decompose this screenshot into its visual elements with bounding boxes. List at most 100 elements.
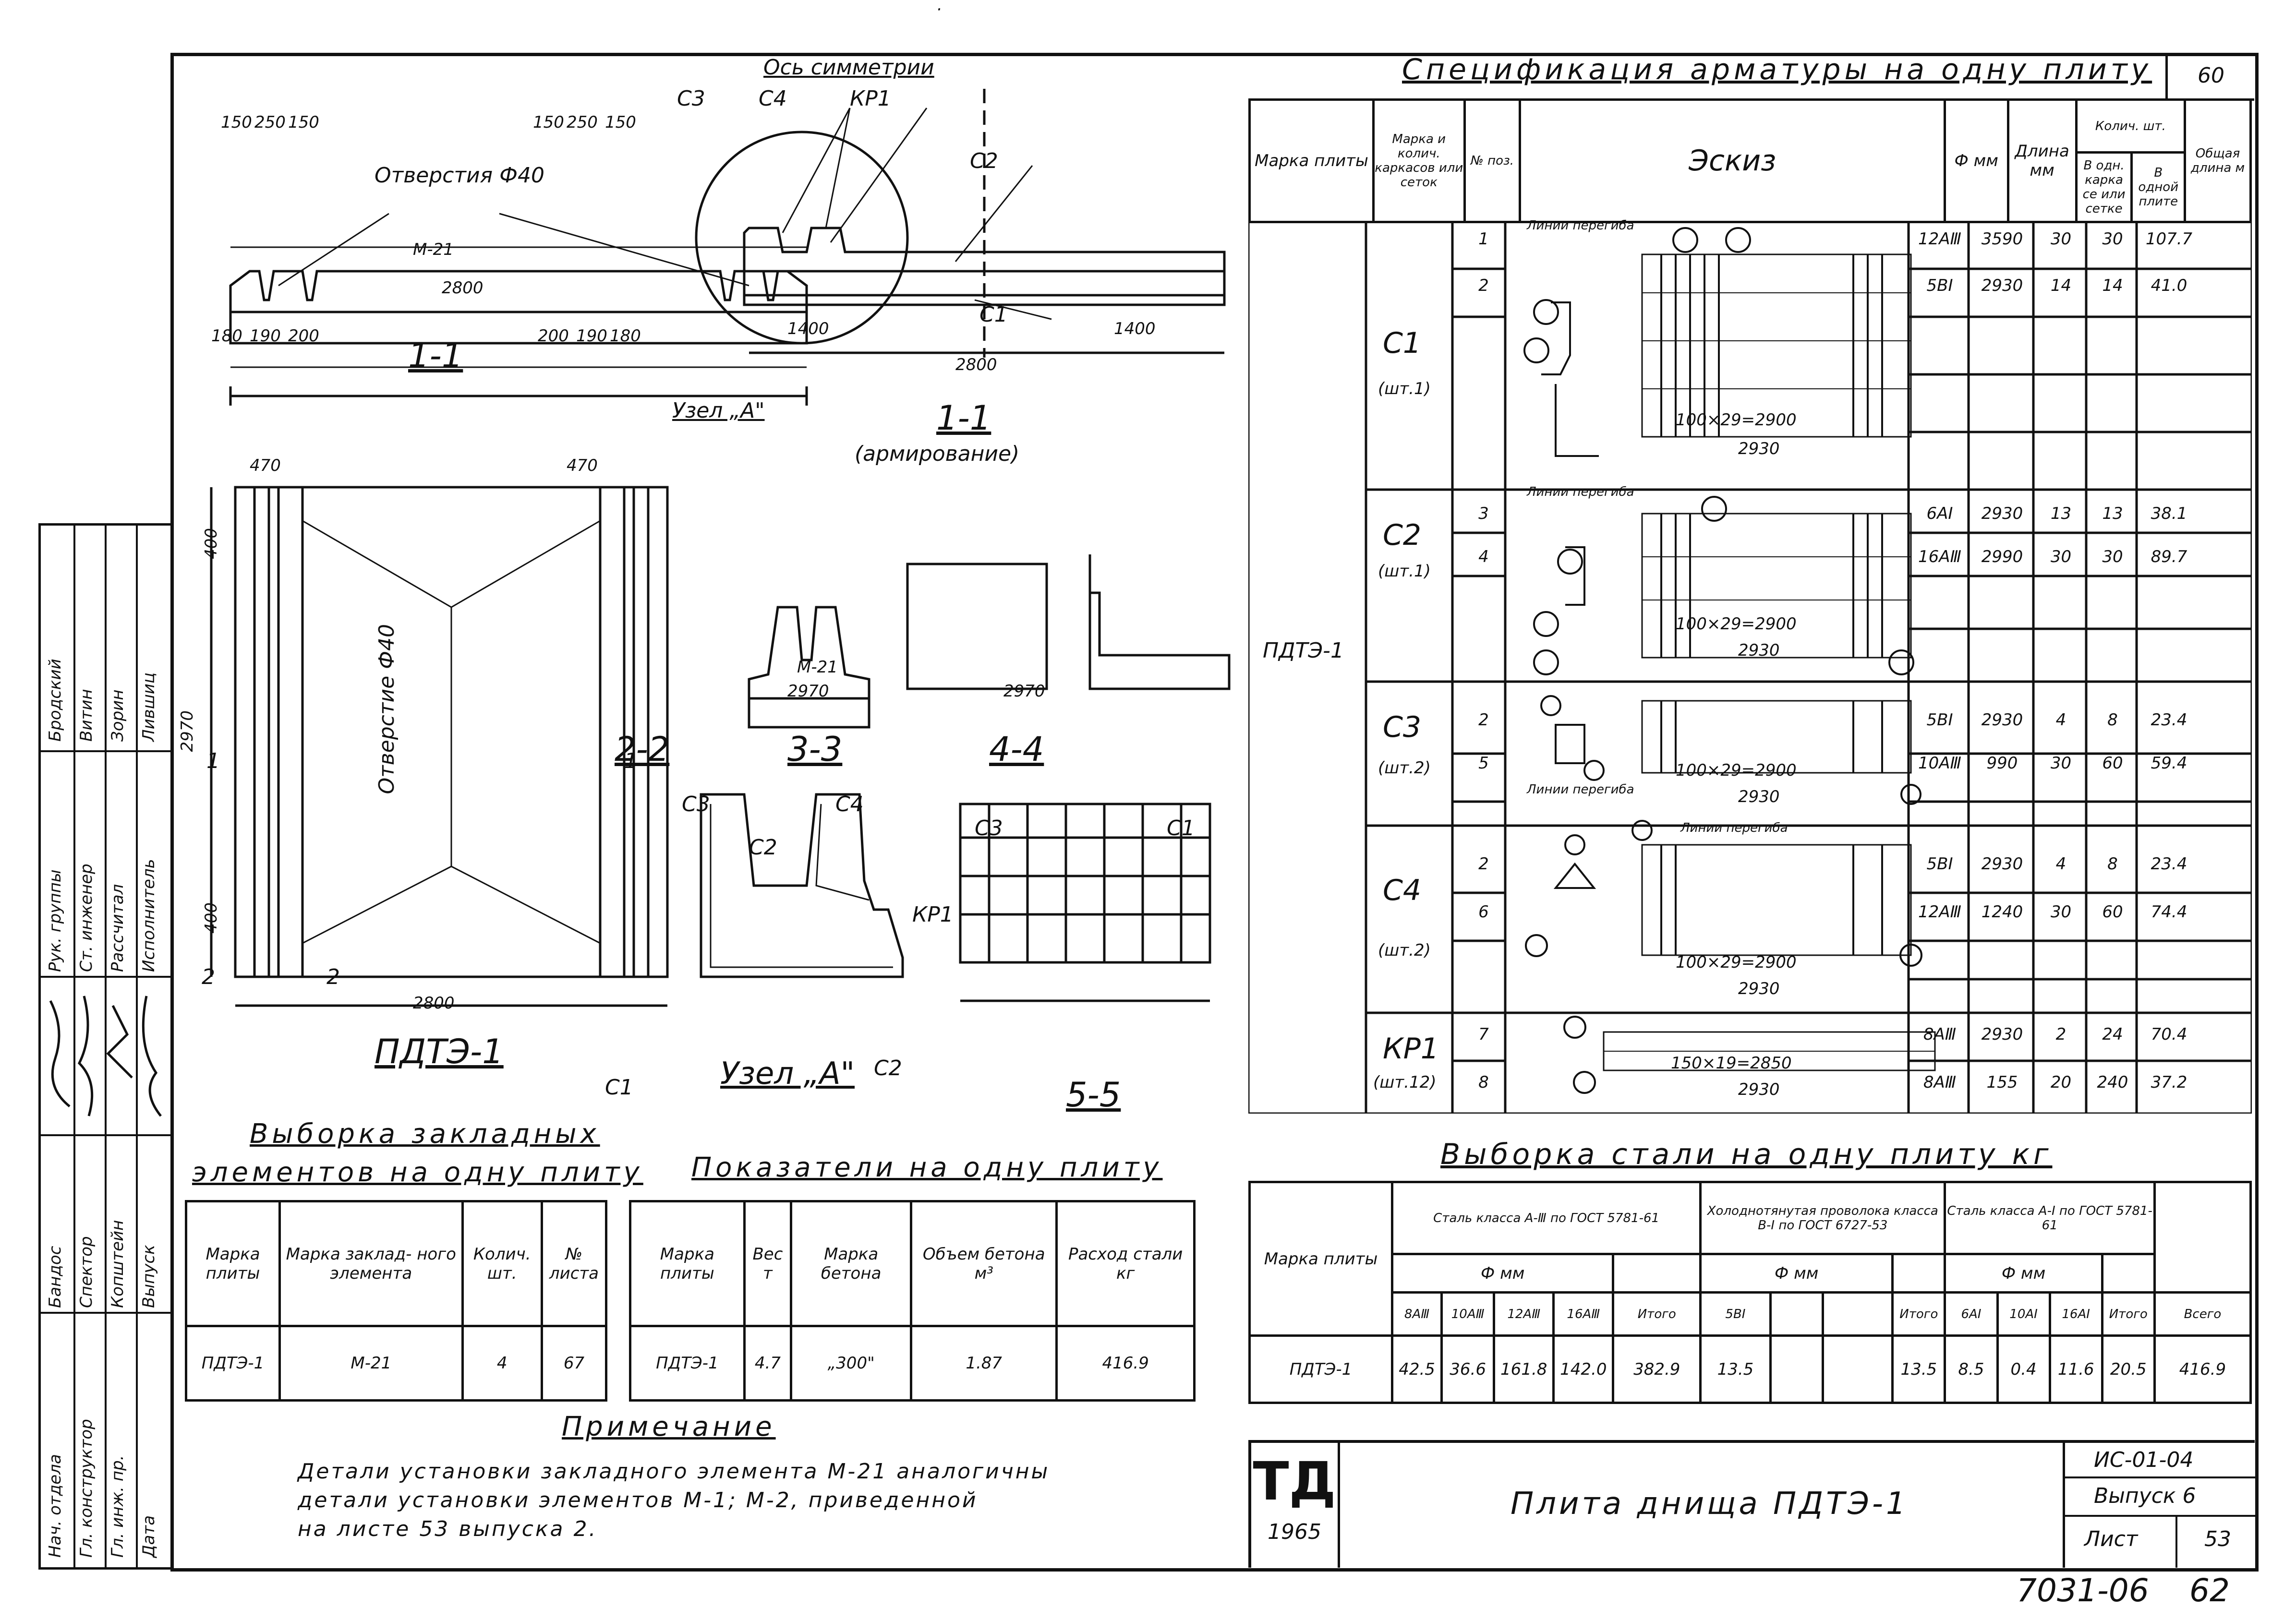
spec-plate-mark: ПДТЭ-1 xyxy=(1263,638,1344,663)
sec11-bdim-6: 180 xyxy=(610,326,641,346)
signatures xyxy=(49,996,162,1117)
embedded-h-sheet: № листа xyxy=(540,1200,608,1327)
arm-dim-1400a: 1400 xyxy=(787,319,829,338)
section-2-2-title: 2-2 xyxy=(615,730,670,769)
s55-label-c3: С3 xyxy=(975,816,1003,840)
sec11-bdim-5: 190 xyxy=(576,326,607,346)
spec-cell-total: 23.4 xyxy=(2151,854,2187,874)
s55-label-c2: С2 xyxy=(874,1056,902,1080)
section-1-1-title: 1-1 xyxy=(408,336,463,375)
steel-col: 5ВI xyxy=(1699,1291,1772,1337)
section-5-5 xyxy=(959,803,1211,1002)
steel-phi-1: Ф мм xyxy=(1391,1253,1615,1294)
spec-cell-len: 2930 xyxy=(1981,854,2023,874)
arm-dim-1400b: 1400 xyxy=(1114,319,1156,338)
steel-table: Марка плиты Сталь класса А-Ⅲ по ГОСТ 578… xyxy=(1248,1181,2252,1404)
section-3-3-title: 3-3 xyxy=(787,730,843,769)
sketches xyxy=(1523,227,1936,1094)
plan-view xyxy=(210,486,669,1007)
node-label-c3: С3 xyxy=(682,792,710,816)
sec11-bdim-3: 200 xyxy=(288,326,319,346)
spec-cell-pos: 4 xyxy=(1478,547,1489,566)
spec-cell-len: 1240 xyxy=(1981,902,2023,922)
embedded-h-qty: Колич. шт. xyxy=(461,1200,543,1327)
steel-val: ПДТЭ-1 xyxy=(1248,1334,1394,1404)
spec-cell-len: 2930 xyxy=(1981,710,2023,730)
stamp-role-3: Рассчитал xyxy=(108,884,127,972)
plan-dim-2800: 2800 xyxy=(413,994,455,1013)
spec-cell-q2: 30 xyxy=(2102,547,2123,566)
spec-cell-total: 74.4 xyxy=(2151,902,2187,922)
steel-col: 12АⅢ xyxy=(1493,1291,1555,1337)
spec-cell-q2: 240 xyxy=(2097,1073,2128,1092)
node-label-c2: С2 xyxy=(749,835,777,860)
steel-val: 13.5 xyxy=(1699,1334,1772,1404)
archive-page: 62 xyxy=(2189,1572,2230,1609)
steel-val: 11.6 xyxy=(2048,1334,2103,1404)
logo-box: ТД 1965 xyxy=(1251,1443,1340,1568)
sheet-box-top: 60 xyxy=(2165,53,2254,101)
steel-title: Выборка стали на одну плиту кг xyxy=(1440,1138,2053,1171)
spec-h-qty: Колич. шт. xyxy=(2075,98,2187,154)
ind-h-concrete: Марка бетона xyxy=(790,1200,913,1327)
note-line-3: на листе 53 выпуска 2. xyxy=(298,1517,598,1541)
m21-label-2: М-21 xyxy=(797,658,838,677)
steel-val: 8.5 xyxy=(1944,1334,1999,1404)
steel-val xyxy=(1769,1334,1824,1404)
spec-cell-q2: 13 xyxy=(2102,504,2123,523)
ind-steel: 416.9 xyxy=(1055,1325,1196,1402)
spec-cell-q1: 13 xyxy=(2050,504,2072,523)
section-1-1 xyxy=(229,213,808,406)
spec-count-c4: (шт.2) xyxy=(1378,941,1431,960)
steel-val: 161.8 xyxy=(1493,1334,1555,1404)
sketch-c4-dim2: 2930 xyxy=(1738,979,1780,998)
plan-hole-label: Отверстие Ф40 xyxy=(375,624,399,794)
spec-cell-total: 70.4 xyxy=(2151,1025,2187,1044)
arm-label-kr1: КР1 xyxy=(850,86,891,111)
section-1-1-overall: 2800 xyxy=(442,278,483,298)
plan-mark-2b: 2 xyxy=(326,965,340,989)
ind-h-steel: Расход стали кг xyxy=(1055,1200,1196,1327)
spec-cell-len: 2990 xyxy=(1981,547,2023,566)
drawings-canvas xyxy=(210,89,1231,1007)
steel-blank-2 xyxy=(1891,1253,1946,1294)
arm-label-c1: С1 xyxy=(979,302,1008,327)
embedded-plate: ПДТЭ-1 xyxy=(184,1325,281,1402)
spec-cell-total: 41.0 xyxy=(2151,276,2187,295)
spec-h-pos: № поз. xyxy=(1463,98,1522,223)
steel-col: Итого xyxy=(1891,1291,1946,1337)
steel-val xyxy=(1821,1334,1894,1404)
plan-dim-400a: 400 xyxy=(202,528,221,559)
spec-mark-c1: С1 xyxy=(1383,326,1422,360)
ind-h-weight: Вес т xyxy=(743,1200,793,1327)
spec-cell-q1: 30 xyxy=(2050,902,2072,922)
stamp-role-4: Исполнитель xyxy=(139,859,158,972)
spec-cell-q1: 2 xyxy=(2055,1025,2066,1044)
steel-col: Итого xyxy=(1612,1291,1702,1337)
title-block: ТД 1965 Плита днища ПДТЭ-1 ИС-01-04 Выпу… xyxy=(1248,1440,2257,1568)
spec-cell-diam: 8АⅢ xyxy=(1923,1073,1957,1092)
spec-count-kr1: (шт.12) xyxy=(1373,1073,1437,1092)
sketch-c1-dim2: 2930 xyxy=(1738,439,1780,458)
embedded-element: М-21 xyxy=(278,1325,464,1402)
spec-cell-q2: 8 xyxy=(2107,710,2118,730)
arm-label-c3: С3 xyxy=(677,86,705,111)
steel-col xyxy=(1769,1291,1824,1337)
arm-label-c2: С2 xyxy=(970,149,998,173)
armature-subtitle: (армирование) xyxy=(855,442,1020,466)
embedded-title-2: элементов на одну плиту xyxy=(192,1157,643,1188)
s44-dim: 2970 xyxy=(1003,682,1045,701)
stamp-name-1: Бродский xyxy=(46,659,65,742)
spec-h-sketch: Эскиз xyxy=(1519,98,1946,223)
ind-h-plate: Марка плиты xyxy=(629,1200,746,1327)
axis-label: Ось симметрии xyxy=(763,55,934,80)
sheet-number: 53 xyxy=(2204,1527,2231,1551)
sketch-bend-c1: Линии перегиба xyxy=(1527,218,1634,233)
spec-cell-diam: 5ВI xyxy=(1926,276,1953,295)
steel-h-plate: Марка плиты xyxy=(1248,1181,1394,1337)
spec-cell-total: 23.4 xyxy=(2151,710,2187,730)
sec11-dim-6: 150 xyxy=(605,113,636,132)
sketch-c1-dim1: 100×29=2900 xyxy=(1676,410,1797,430)
spec-cell-pos: 5 xyxy=(1478,754,1489,773)
stamp-name2-1: Бандос xyxy=(46,1246,65,1308)
